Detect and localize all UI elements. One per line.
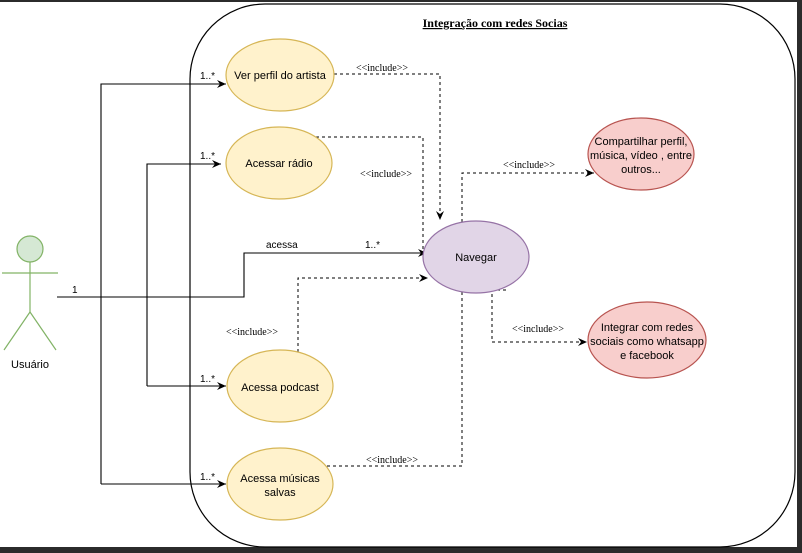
include-label-acessar-radio: <<include>> (360, 169, 412, 180)
top-border (0, 0, 802, 2)
usecase-acessa-podcast[interactable]: Acessa podcast (226, 349, 334, 423)
assoc-navegar[interactable] (57, 249, 427, 298)
usecase-integrar-label-2: sociais como whatsapp (590, 336, 704, 348)
mult-navegar: 1..* (365, 240, 380, 251)
usecase-acessa-musicas[interactable]: Acessa músicas salvas (226, 447, 334, 521)
usecase-ver-perfil-label: Ver perfil do artista (234, 70, 327, 82)
usecase-compartilhar[interactable]: Compartilhar perfil, música, vídeo , ent… (587, 117, 695, 191)
include-acessa-podcast[interactable] (297, 274, 428, 352)
usecase-acessa-musicas-label-1: Acessa músicas (240, 473, 320, 485)
usecase-acessa-podcast-label: Acessa podcast (241, 382, 319, 394)
usecase-compartilhar-label-1: Compartilhar perfil, (595, 136, 688, 148)
usecase-compartilhar-label-3: outros... (621, 164, 661, 176)
actor-head (16, 235, 44, 263)
usecase-integrar[interactable]: Integrar com redes sociais como whatsapp… (587, 301, 707, 379)
usecase-compartilhar-label-2: música, vídeo , entre (590, 150, 692, 162)
usecase-navegar-label: Navegar (455, 252, 497, 264)
right-border (797, 0, 802, 553)
system-title: Integração com redes Socias (423, 16, 568, 30)
usecase-acessar-radio-label: Acessar rádio (245, 158, 312, 170)
actor-name: Usuário (11, 359, 49, 371)
usecase-navegar[interactable]: Navegar (422, 220, 530, 294)
include-acessar-radio[interactable] (316, 136, 424, 252)
include-label-integrar: <<include>> (512, 324, 564, 335)
mult-actor: 1 (72, 285, 78, 296)
include-ver-perfil[interactable] (334, 73, 444, 220)
usecase-integrar-label-3: e facebook (620, 350, 674, 362)
label-acessa: acessa (266, 240, 298, 251)
usecase-ver-perfil[interactable]: Ver perfil do artista (225, 38, 335, 112)
mult-acessa-podcast: 1..* (200, 374, 215, 385)
include-label-acessa-podcast: <<include>> (226, 327, 278, 338)
include-label-acessa-musicas: <<include>> (366, 455, 418, 466)
include-compartilhar[interactable] (461, 169, 594, 222)
mult-ver-perfil: 1..* (200, 71, 215, 82)
assoc-acessar-radio[interactable] (146, 160, 221, 386)
actor-usuario[interactable]: Usuário (2, 235, 58, 371)
system-boundary[interactable] (189, 3, 796, 548)
assoc-ver-perfil[interactable] (100, 80, 226, 484)
include-label-ver-perfil: <<include>> (356, 63, 408, 74)
mult-acessar-radio: 1..* (200, 151, 215, 162)
actor-right-leg (29, 311, 57, 351)
usecase-integrar-label-1: Integrar com redes (601, 322, 694, 334)
usecase-acessa-musicas-label-2: salvas (264, 487, 296, 499)
bottom-border (0, 547, 802, 553)
mult-acessa-musicas: 1..* (200, 472, 215, 483)
include-label-compartilhar: <<include>> (503, 160, 555, 171)
include-acessa-musicas[interactable] (327, 292, 463, 467)
usecase-acessar-radio[interactable]: Acessar rádio (225, 126, 333, 200)
actor-left-leg (3, 311, 31, 351)
